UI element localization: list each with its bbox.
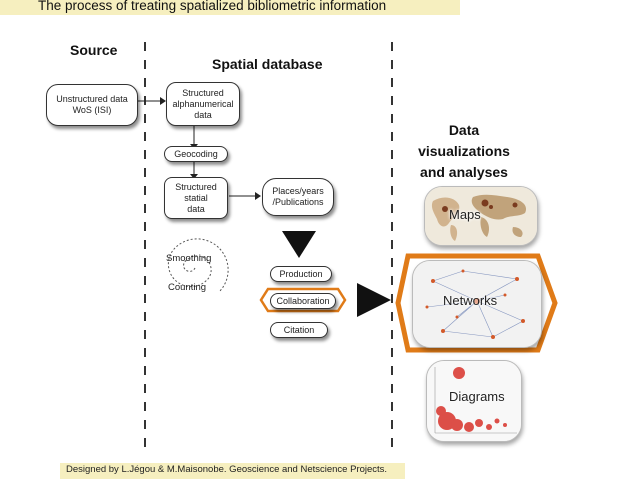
struct-alpha-label-2: alphanumerical — [172, 98, 234, 109]
struct-alpha-label-3: data — [194, 109, 212, 120]
struct-spatial-label-3: data — [187, 203, 205, 214]
bubble-chart-image — [427, 361, 521, 441]
structured-spatial-box: Structured statial data — [164, 177, 228, 219]
data-visualizations-heading: Data visualizations and analyses — [414, 120, 514, 183]
production-box: Production — [270, 266, 332, 282]
smoothing-label: Smoothing — [166, 253, 212, 264]
unstructured-data-box: Unstructured data WoS (ISI) — [46, 84, 138, 126]
networks-card: Networks — [412, 260, 542, 348]
citation-box: Citation — [270, 322, 328, 338]
spiral-graphic — [167, 238, 229, 293]
arrowhead-1 — [160, 97, 166, 105]
places-label-1: Places/years — [272, 186, 324, 196]
geocoding-box: Geocoding — [164, 146, 228, 162]
network-graph-image — [413, 261, 541, 347]
maps-label: Maps — [449, 207, 481, 222]
struct-spatial-label-1: Structured — [175, 181, 217, 192]
networks-label: Networks — [443, 293, 498, 308]
structured-alphanumerical-box: Structured alphanumerical data — [166, 82, 240, 126]
struct-alpha-label-1: Structured — [182, 87, 224, 98]
networks-highlight — [395, 253, 558, 353]
diagrams-card: Diagrams — [426, 360, 522, 442]
unstructured-label-2: WoS (ISI) — [72, 105, 112, 115]
footer-credit: Designed by L.Jégou & M.Maisonobe. Geosc… — [66, 464, 388, 475]
viz-heading-line-1: Data — [448, 122, 480, 138]
viz-heading-line-3: and analyses — [420, 164, 508, 180]
page-title: The process of treating spatialized bibl… — [38, 0, 387, 13]
world-map-image — [425, 187, 537, 245]
right-pointer — [357, 283, 391, 317]
arrowhead-4 — [255, 192, 261, 200]
title-bar — [0, 0, 460, 15]
unstructured-label-1: Unstructured data — [56, 94, 128, 104]
footer-bar — [60, 463, 405, 479]
struct-spatial-label-2: statial — [184, 192, 208, 203]
places-label-2: /Publications — [272, 197, 324, 207]
source-heading: Source — [70, 42, 118, 58]
spatial-database-heading: Spatial database — [212, 56, 323, 72]
diagrams-label: Diagrams — [449, 389, 505, 404]
collaboration-highlight — [259, 287, 347, 313]
viz-heading-line-2: visualizations — [418, 143, 510, 159]
arrowhead-3 — [190, 174, 198, 179]
maps-card: Maps — [424, 186, 538, 246]
collaboration-box: Collaboration — [270, 293, 336, 309]
places-years-box: Places/years /Publications — [262, 178, 334, 216]
down-pointer — [282, 231, 316, 258]
counting-label: Counting — [168, 282, 207, 293]
